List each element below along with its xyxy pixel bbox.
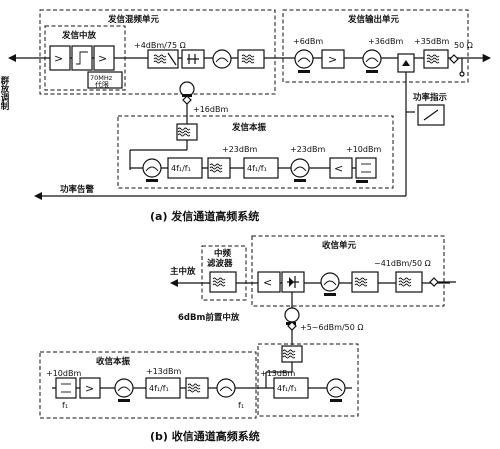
rx-if-filter-box (201, 245, 247, 301)
tx-delay-block (87, 71, 123, 89)
tx-section: 发信混频单元 发信中放 发信输出单元 发信本振 群放调制 > > 70MHz 代… (0, 9, 492, 223)
caption-b: (b) 收信通道高频系统 (150, 429, 260, 443)
rx-lo-mixer-3 (326, 378, 346, 398)
rx-lo-amp (79, 377, 101, 399)
tx-lo-mult-1 (167, 157, 203, 179)
rx-level-10: +10dBm (46, 369, 81, 378)
rx-lo-mult-1-text: 4f₁/f₁ (149, 384, 169, 393)
rx-unit-label: 收信单元 (322, 240, 357, 251)
tx-adjust-knob (179, 81, 195, 97)
tx-out-unit-label: 发信输出单元 (347, 14, 400, 25)
tx-power-ind-label: 功率指示 (413, 92, 448, 103)
tx-level-16: +16dBm (193, 105, 228, 114)
tx-level-10: +10dBm (346, 145, 381, 154)
tx-mixer-3 (362, 49, 382, 69)
rx-lo-f1: f₁ (62, 401, 68, 410)
tx-lo-mixer-2 (290, 158, 310, 178)
tx-if-amp-block-2 (71, 45, 93, 71)
rx-preamp (257, 271, 281, 293)
tx-level-23b: +23dBm (290, 145, 325, 154)
rx-lo-mult-2-text: 4f₁/f₁ (277, 384, 297, 393)
tx-group-mod-label: 群放调制 (0, 75, 10, 111)
rx-main-if-label: 主中放 (170, 266, 196, 277)
svg-text:>: > (98, 52, 107, 65)
svg-text:<: < (263, 276, 272, 289)
tx-mixer-2 (294, 49, 314, 69)
rx-lo-mult-1 (145, 377, 181, 399)
tx-level-36: +36dBm (368, 37, 403, 46)
tx-if-amp-label: 发信中放 (61, 30, 97, 41)
rx-lo-label: 收信本振 (96, 356, 131, 367)
tx-delay-word: 代限 (95, 80, 109, 89)
rx-level-13b: +13dBm (260, 369, 295, 378)
svg-text:>: > (328, 53, 337, 66)
rx-if-filter-label-1: 中频 (214, 248, 232, 259)
rx-section: 收信单元 中频 滤波器 收信本振 主中放 < −41dBm/50 Ω 6dBm前… (39, 235, 456, 443)
tx-lo-box (117, 115, 394, 189)
svg-text:>: > (85, 382, 94, 395)
rx-lo-mixer-2 (216, 378, 236, 398)
tx-level-23a: +23dBm (222, 145, 257, 154)
rx-level-13a: +13dBm (146, 367, 181, 376)
tx-mod-unit-label: 发信混频单元 (107, 14, 160, 25)
rx-lo-mult-2 (273, 377, 309, 399)
tx-lo-mixer-1 (142, 158, 162, 178)
svg-text:<: < (334, 162, 343, 175)
tx-lo-mult-2 (243, 157, 279, 179)
rx-filter-2 (395, 271, 423, 293)
rx-lo-mixer-1 (114, 378, 134, 398)
tx-lo-amp (329, 157, 353, 179)
rx-lo-box (39, 351, 257, 419)
svg-text:>: > (54, 52, 63, 65)
rx-preamp-knob (284, 307, 300, 323)
tx-if-amp-block-3 (93, 45, 115, 71)
tx-power-alarm-label: 功率告警 (60, 184, 95, 195)
tx-level-6: +6dBm (293, 37, 323, 46)
rx-lo-f1-2: f₁ (238, 401, 244, 410)
rx-lo-crystal (55, 377, 77, 399)
tx-if-amp-block-1 (49, 45, 71, 71)
tx-lo-crystal (355, 157, 377, 179)
tx-level-35: +35dBm (414, 37, 449, 46)
rx-if-filter (209, 271, 237, 293)
rx-lo-box-2 (257, 343, 359, 417)
rx-level-5-6: +5~6dBm/50 Ω (300, 323, 363, 332)
rx-mixer-1 (320, 272, 340, 292)
tx-imp-50: 50 Ω (454, 41, 473, 50)
tx-level-4: +4dBm/75 Ω (134, 41, 186, 50)
tx-mixer-1 (212, 49, 232, 69)
caption-a: (a) 发信通道高频系统 (150, 209, 259, 223)
tx-delay-70m: 70MHz (90, 74, 113, 82)
rx-unit-box (251, 235, 445, 307)
rx-preamp-label: 6dBm前置中放 (178, 312, 240, 323)
rx-if-filter-label-2: 滤波器 (207, 258, 233, 269)
tx-mod-unit-box (39, 9, 276, 95)
tx-amp-1 (321, 49, 345, 69)
tx-lo-mult-1-text: 4f₁/f₁ (171, 164, 191, 173)
tx-out-unit-box (282, 9, 469, 83)
rx-level-m41: −41dBm/50 Ω (374, 259, 431, 268)
tx-lo-label: 发信本振 (231, 122, 267, 133)
tx-lo-mult-2-text: 4f₁/f₁ (247, 164, 267, 173)
rx-filter-1 (351, 271, 379, 293)
